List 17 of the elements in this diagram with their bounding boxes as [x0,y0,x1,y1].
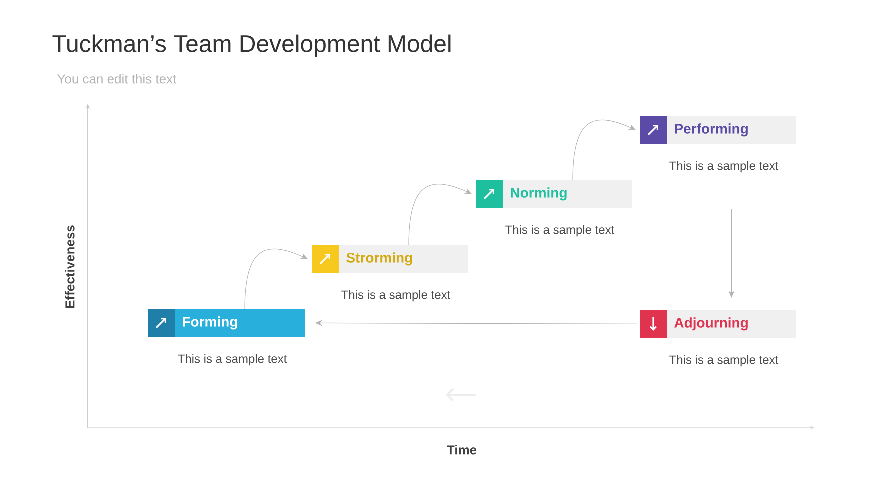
stage-box: Strorming [339,245,468,274]
stage-box: Performing [667,116,796,144]
axis-label: Time [447,445,477,455]
arrow [572,120,636,180]
stage-box: Norming [503,180,632,208]
subtitle: You can edit this text [58,74,177,84]
arrow [244,249,308,310]
description: This is a sample text [178,354,288,366]
axis-label: Effectiveness [65,226,75,308]
description: This is a sample text [342,290,451,302]
description: This is a sample text [670,161,779,173]
description: This is a sample text [670,355,779,367]
description: This is a sample text [506,225,615,237]
arrow [408,184,472,246]
title: Tuckman’s Team Development Model [52,34,451,58]
stage-box: Forming [175,309,306,338]
stage-box: Adjourning [667,310,796,338]
